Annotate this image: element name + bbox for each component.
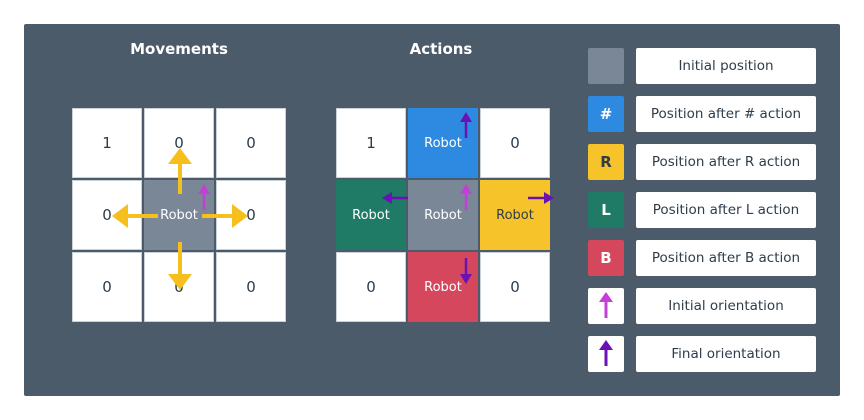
legend-b-swatch: B	[588, 240, 624, 276]
legend-r-swatch: R	[588, 144, 624, 180]
initial-orientation-icon	[588, 288, 624, 324]
movements-title: Movements	[130, 40, 228, 58]
movements-cell: 0	[72, 252, 142, 322]
actions-cell: 1	[336, 108, 406, 178]
movements-cell: 0	[216, 180, 286, 250]
movements-cell: 0	[216, 108, 286, 178]
actions-cell: 0	[480, 108, 550, 178]
movements-cell: 1	[72, 108, 142, 178]
legend-hash-label: Position after # action	[636, 96, 816, 132]
actions-cell: 0	[480, 252, 550, 322]
movements-cell: 0	[144, 108, 214, 178]
legend-hash-swatch: #	[588, 96, 624, 132]
legend-r-label: Position after R action	[636, 144, 816, 180]
actions-cell: 0	[336, 252, 406, 322]
actions-title: Actions	[409, 40, 473, 58]
actions-r-robot-cell: Robot	[480, 180, 550, 250]
actions-initial-robot-cell: Robot	[408, 180, 478, 250]
movements-robot-cell: Robot	[144, 180, 214, 250]
legend-initial-orientation-label: Initial orientation	[636, 288, 816, 324]
legend-initial-position-swatch	[588, 48, 624, 84]
movements-cell: 0	[72, 180, 142, 250]
legend-l-swatch: L	[588, 192, 624, 228]
legend-b-label: Position after B action	[636, 240, 816, 276]
legend-final-orientation-label: Final orientation	[636, 336, 816, 372]
actions-hash-robot-cell: Robot	[408, 108, 478, 178]
movements-cell: 0	[216, 252, 286, 322]
actions-b-robot-cell: Robot	[408, 252, 478, 322]
legend-initial-position-label: Initial position	[636, 48, 816, 84]
movements-cell: 0	[144, 252, 214, 322]
legend-l-label: Position after L action	[636, 192, 816, 228]
actions-l-robot-cell: Robot	[336, 180, 406, 250]
final-orientation-icon	[588, 336, 624, 372]
